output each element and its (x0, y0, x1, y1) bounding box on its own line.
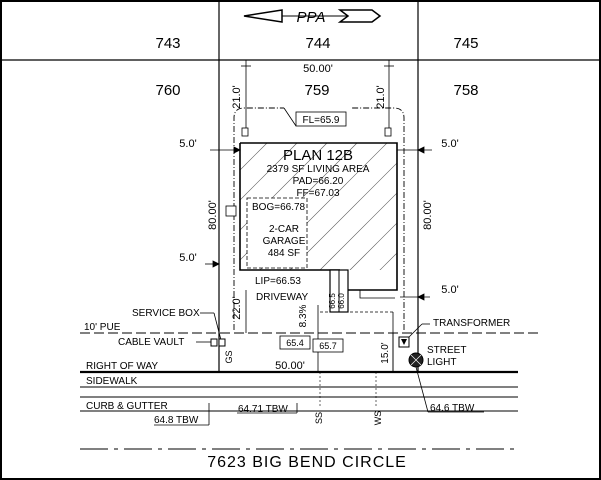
cable-vault-label: CABLE VAULT (118, 337, 184, 348)
street-address: 7623 BIG BEND CIRCLE (207, 454, 407, 471)
transformer-label: TRANSFORMER (433, 318, 510, 329)
side-setback-low-right: 5.0' (441, 284, 458, 296)
gs-label: GS (224, 350, 234, 363)
side-setback-top-left: 5.0' (179, 138, 196, 150)
garage-area: 484 SF (268, 248, 300, 259)
swale-left (233, 107, 284, 330)
right-of-way-label: RIGHT OF WAY (86, 361, 158, 372)
lot-width-bottom-dimension: 50.00' (275, 360, 305, 372)
garage-outline (246, 197, 308, 269)
bog-elevation: BOG=66.78 (252, 202, 306, 213)
rear-setback-left: 21.0' (231, 85, 243, 109)
transformer-symbol (401, 339, 407, 345)
lot-number-758: 758 (453, 82, 478, 99)
elev-66-5: 66.5 (328, 293, 337, 309)
lot-number-743: 743 (155, 35, 180, 52)
living-area: 2379 SF LIVING AREA (267, 164, 370, 175)
service-box-leader (213, 312, 222, 341)
rear-marker-left (241, 127, 249, 137)
side-setback-arrows (205, 146, 432, 301)
lot-number-759: 759 (304, 82, 329, 99)
service-box-label: SERVICE BOX (132, 308, 200, 319)
side-marker (225, 205, 237, 217)
garage-label-1: 2-CAR (269, 224, 299, 235)
side-setback-low-left: 5.0' (179, 252, 196, 264)
lot-depth-right: 80.00' (422, 200, 434, 230)
transformer-leader (408, 323, 423, 338)
tbw-right-leader (415, 366, 429, 413)
lot-number-744: 744 (305, 35, 330, 52)
lot-lines (0, 0, 601, 372)
north-arrow-icon: PPA (243, 9, 382, 26)
rear-setback-right: 21.0' (375, 85, 387, 109)
swale-right (352, 107, 405, 330)
fl-elevation: FL=65.9 (303, 115, 340, 126)
front-setback: 22.0' (231, 296, 243, 320)
service-box-icon (218, 338, 226, 347)
cable-vault-icon (210, 338, 218, 347)
house-footprint (239, 142, 398, 313)
rear-marker-right (384, 127, 392, 137)
elev-box-657 (312, 338, 344, 353)
ws-label: WS (373, 411, 383, 426)
side-setback-top-right: 5.0' (441, 138, 458, 150)
driveway-label: DRIVEWAY (256, 292, 309, 303)
plan-label: PLAN 12B (283, 147, 353, 164)
tbw-mid: 64.71 TBW (238, 404, 288, 415)
pue-label: 10' PUE (84, 322, 121, 333)
curb-gutter-label: CURB & GUTTER (86, 401, 168, 412)
driveway-slope: 8.3% (298, 304, 309, 327)
lot-number-745: 745 (453, 35, 478, 52)
tbw-left: 64.8 TBW (154, 415, 199, 426)
ss-label: SS (314, 412, 324, 424)
elev-65-7: 65.7 (319, 341, 337, 351)
street-light-cross-b (410, 354, 422, 366)
lip-elevation: LIP=66.53 (255, 276, 301, 287)
ff-elevation: FF=67.03 (296, 188, 340, 199)
sidewalk-label: SIDEWALK (86, 376, 138, 387)
fl-leader (283, 107, 297, 127)
lot-width-top-dimension: 50.00' (303, 63, 333, 75)
north-arrow-label: PPA (297, 9, 326, 26)
lot-number-760: 760 (155, 82, 180, 99)
street-light-label-1: STREET (427, 345, 466, 356)
tbw-right: 64.6 TBW (430, 403, 475, 414)
ws-setback: 15.0' (380, 342, 391, 363)
garage-label-2: GARAGE (263, 236, 306, 247)
street-light-label-2: LIGHT (427, 357, 456, 368)
elev-66-0: 66.0 (337, 293, 346, 309)
lot-depth-left: 80.00' (207, 200, 219, 230)
elev-65-4: 65.4 (286, 338, 304, 348)
pad-elevation: PAD=66.20 (293, 176, 344, 187)
patio-outline (359, 290, 395, 299)
elev-box-654 (279, 335, 311, 350)
rear-setback-lines (241, 60, 394, 130)
fl-box (295, 111, 347, 127)
